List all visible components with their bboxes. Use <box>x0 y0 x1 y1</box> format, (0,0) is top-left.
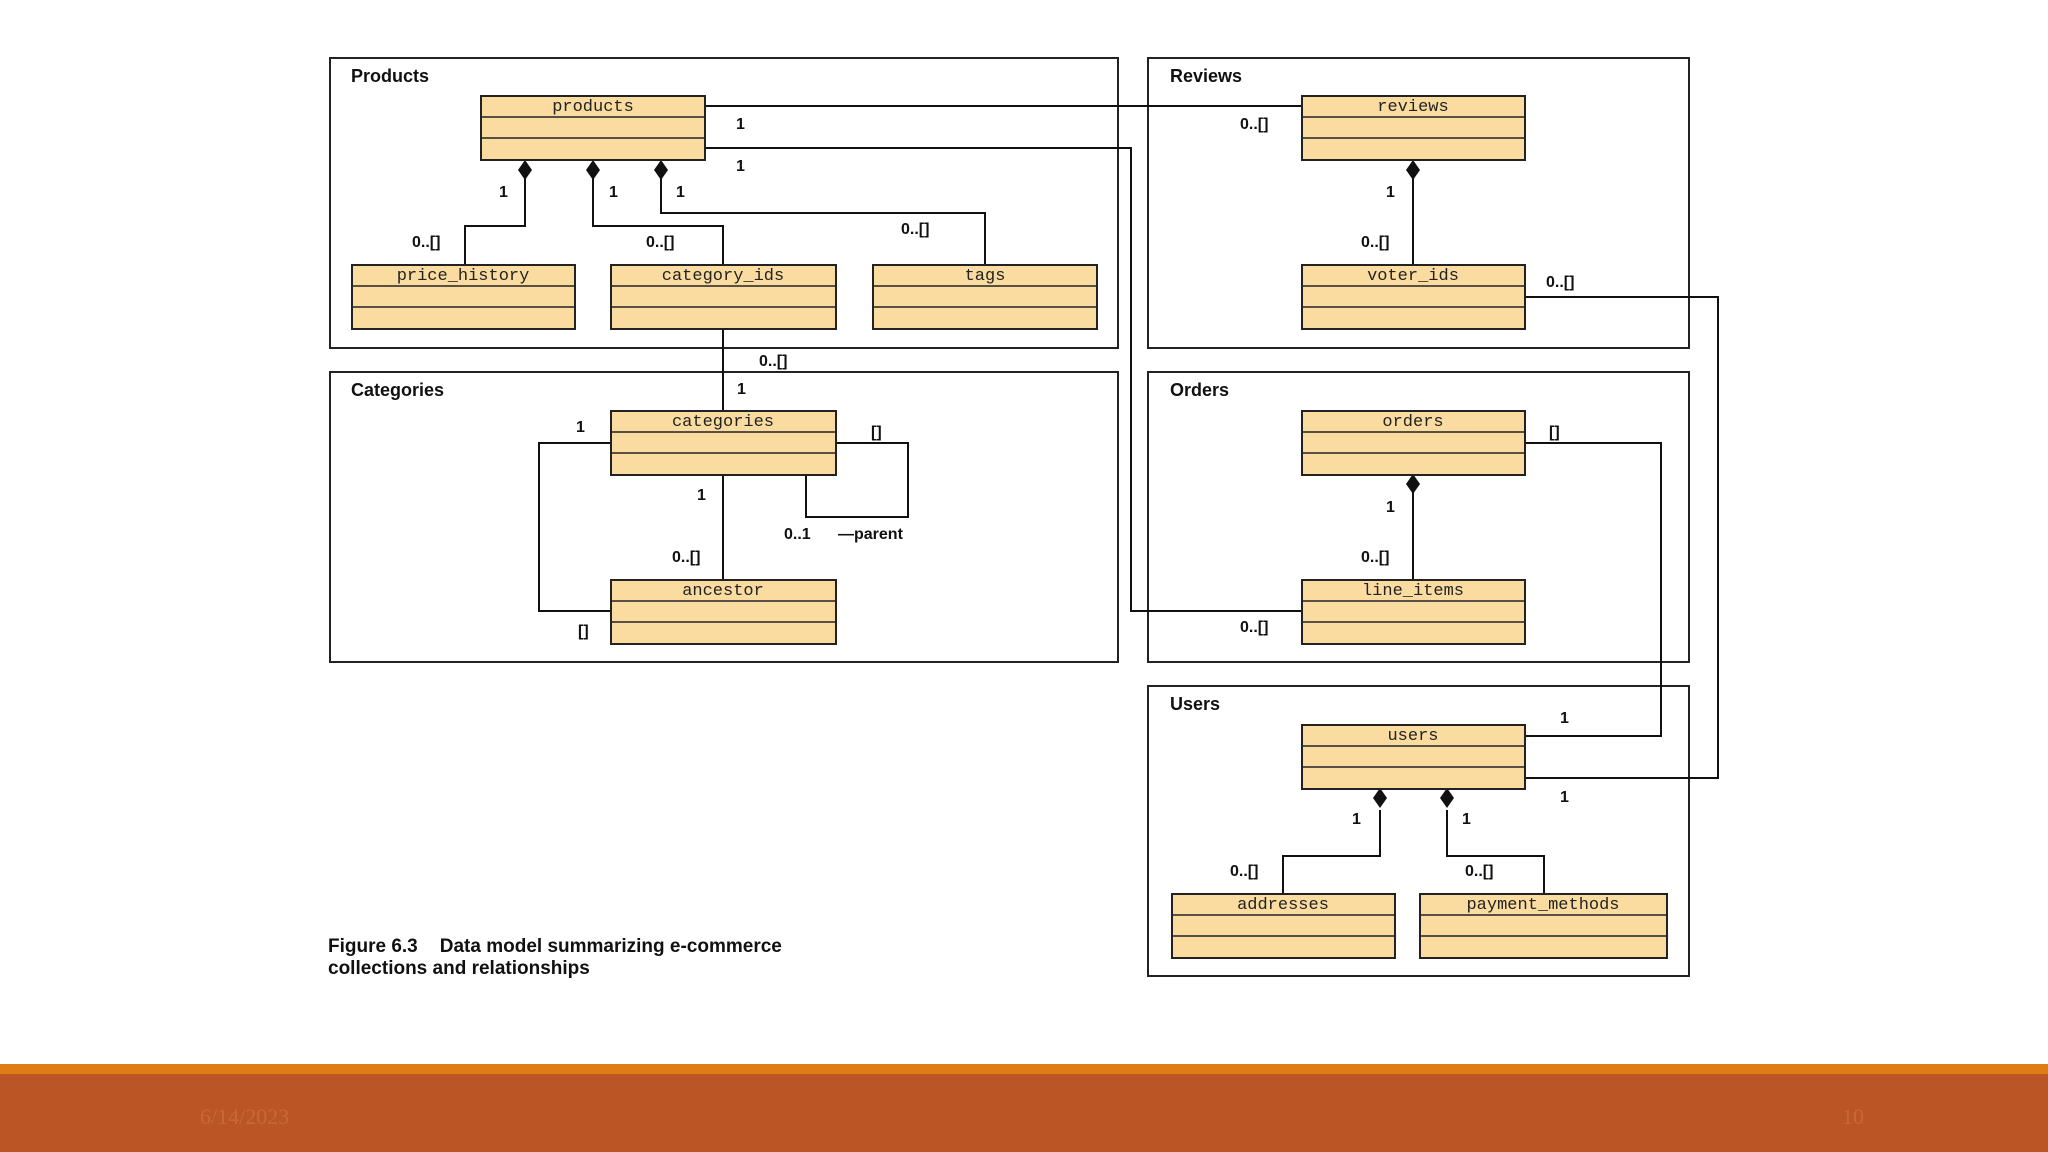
footer-page-number: 10 <box>1842 1104 1864 1129</box>
multiplicity-label: 0..[] <box>1546 274 1574 291</box>
multiplicity-label: 0..[] <box>1361 234 1389 251</box>
multiplicity-label: [] <box>1549 424 1560 441</box>
class-addresses-name: addresses <box>1237 896 1329 915</box>
class-categories-name: categories <box>672 413 774 432</box>
footer-accent-rule <box>0 1064 2048 1074</box>
multiplicity-label: 0..[] <box>1361 549 1389 566</box>
class-users: users <box>1301 724 1526 790</box>
connector-products-line-items <box>705 147 1302 612</box>
class-price-history-name: price_history <box>397 267 530 286</box>
class-category-ids: category_ids <box>610 264 837 330</box>
multiplicity-label: 1 <box>1560 789 1569 806</box>
multiplicity-label: 1 <box>1560 710 1569 727</box>
class-products: products <box>480 95 706 161</box>
connector-users-payment-methods <box>1446 810 1545 894</box>
figure-number: Figure 6.3 <box>328 936 418 957</box>
multiplicity-label: 1 <box>576 419 585 436</box>
multiplicity-label: 1 <box>499 184 508 201</box>
multiplicity-label: 1 <box>1386 499 1395 516</box>
multiplicity-label: 0..[] <box>1230 863 1258 880</box>
class-voter-ids-name: voter_ids <box>1367 267 1459 286</box>
multiplicity-label: 1 <box>1462 811 1471 828</box>
class-price-history: price_history <box>351 264 576 330</box>
multiplicity-label: [] <box>871 424 882 441</box>
caption-text-1: Data model summarizing e-commerce <box>439 936 782 957</box>
composition-diamond-voter-ids <box>1406 160 1420 180</box>
class-orders: orders <box>1301 410 1526 476</box>
class-reviews: reviews <box>1301 95 1526 161</box>
multiplicity-label: 0..[] <box>759 353 787 370</box>
class-ancestor-name: ancestor <box>682 582 764 601</box>
connector-categories-ancestor-loop <box>538 442 611 612</box>
composition-diamond-tags <box>654 160 668 180</box>
connector-voter-ids-users <box>1525 296 1719 779</box>
footer-date: 6/14/2023 <box>200 1104 290 1129</box>
connector-categories-parent <box>805 442 909 518</box>
data-model-diagram: Products Reviews Categories Orders Users <box>329 57 1719 977</box>
class-categories: categories <box>610 410 837 476</box>
connector-orders-users <box>1525 442 1662 737</box>
composition-diamond-payment-methods <box>1440 788 1454 808</box>
package-orders-title: Orders <box>1170 380 1229 400</box>
multiplicity-label: 0..[] <box>901 221 929 238</box>
composition-diamond-addresses <box>1373 788 1387 808</box>
class-line-items-name: line_items <box>1362 582 1464 601</box>
class-orders-name: orders <box>1382 413 1443 432</box>
multiplicity-label: 0..1 <box>784 526 811 543</box>
class-ancestor: ancestor <box>610 579 837 645</box>
class-payment-methods-name: payment_methods <box>1466 896 1619 915</box>
multiplicity-label: 0..[] <box>1465 863 1493 880</box>
connector-products-tags <box>660 172 986 265</box>
class-products-name: products <box>552 98 634 117</box>
multiplicity-label: 1 <box>697 487 706 504</box>
parent-role-label: —parent <box>838 526 904 543</box>
multiplicity-label: 1 <box>737 381 746 398</box>
connector-products-category-ids <box>592 172 724 265</box>
package-reviews-title: Reviews <box>1170 66 1242 86</box>
package-categories-title: Categories <box>351 380 444 400</box>
class-payment-methods: payment_methods <box>1419 893 1668 959</box>
multiplicity-label: 0..[] <box>1240 619 1268 636</box>
multiplicity-label: 1 <box>1352 811 1361 828</box>
multiplicity-label: 1 <box>736 158 745 175</box>
multiplicity-label: 1 <box>736 116 745 133</box>
class-category-ids-name: category_ids <box>662 267 784 286</box>
class-reviews-name: reviews <box>1377 98 1448 117</box>
multiplicity-label: 0..[] <box>412 234 440 251</box>
composition-diamond-price-history <box>518 160 532 180</box>
caption-line-1: Figure 6.3 Data model summarizing e-comme… <box>328 936 782 958</box>
footer-bar <box>0 1074 2048 1152</box>
connector-products-price-history <box>464 172 526 265</box>
class-voter-ids: voter_ids <box>1301 264 1526 330</box>
caption-text-2: collections and relationships <box>328 958 590 979</box>
class-addresses: addresses <box>1171 893 1396 959</box>
composition-diamond-category-ids <box>586 160 600 180</box>
multiplicity-label: 1 <box>609 184 618 201</box>
connector-users-addresses <box>1282 810 1381 894</box>
class-line-items: line_items <box>1301 579 1526 645</box>
multiplicity-label: 1 <box>676 184 685 201</box>
multiplicity-label: [] <box>578 623 589 640</box>
class-users-name: users <box>1387 727 1438 746</box>
multiplicity-label: 1 <box>1386 184 1395 201</box>
class-tags: tags <box>872 264 1098 330</box>
class-tags-name: tags <box>965 267 1006 286</box>
multiplicity-label: 0..[] <box>672 549 700 566</box>
composition-diamond-line-items <box>1406 474 1420 494</box>
multiplicity-label: 0..[] <box>1240 116 1268 133</box>
multiplicity-label: 0..[] <box>646 234 674 251</box>
package-products-title: Products <box>351 66 429 86</box>
figure-caption: Figure 6.3 Data model summarizing e-comme… <box>328 936 782 980</box>
package-users-title: Users <box>1170 694 1220 714</box>
